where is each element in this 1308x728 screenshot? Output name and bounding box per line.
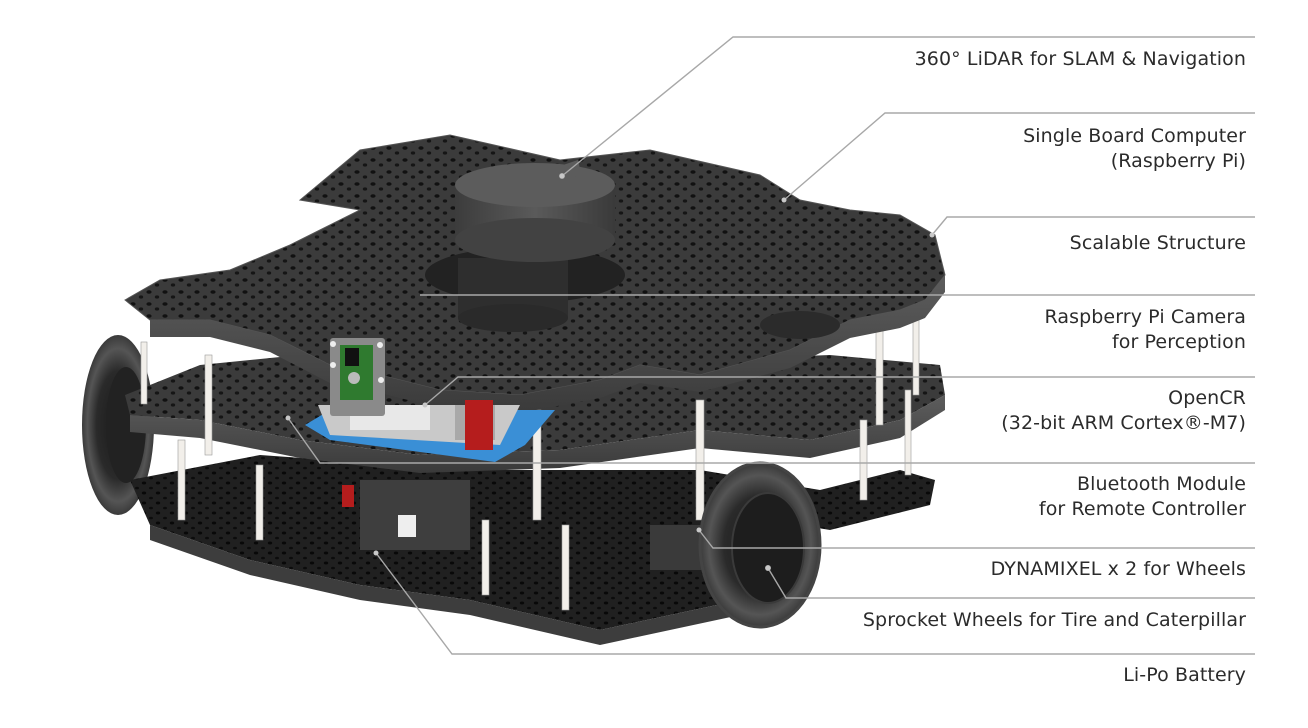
right-wheel bbox=[698, 461, 822, 629]
callout-dynamixel-line1: DYNAMIXEL x 2 for Wheels bbox=[990, 558, 1246, 580]
callout-single-board-computer: Single Board Computer (Raspberry Pi) bbox=[1023, 124, 1246, 174]
raspberry-pi-camera bbox=[330, 338, 385, 416]
callout-sbc-line2: (Raspberry Pi) bbox=[1110, 150, 1246, 172]
callout-raspberry-pi-camera: Raspberry Pi Camera for Perception bbox=[1044, 305, 1246, 355]
lidar-sensor bbox=[425, 160, 625, 332]
callout-opencr-line2: (32-bit ARM Cortex®-M7) bbox=[1001, 412, 1246, 434]
callout-opencr-line1: OpenCR bbox=[1168, 387, 1246, 409]
callout-camera-line2: for Perception bbox=[1111, 331, 1246, 353]
callout-lidar-line1: 360° LiDAR for SLAM & Navigation bbox=[914, 48, 1246, 70]
leader-lines bbox=[287, 36, 1255, 655]
standoffs bbox=[140, 289, 920, 611]
callout-lidar: 360° LiDAR for SLAM & Navigation bbox=[915, 47, 1246, 72]
callout-sprocket-wheels: Sprocket Wheels for Tire and Caterpillar bbox=[863, 608, 1246, 633]
callout-lipo-battery: Li-Po Battery bbox=[1123, 663, 1246, 688]
callout-dynamixel: DYNAMIXEL x 2 for Wheels bbox=[991, 557, 1246, 582]
callout-bluetooth-line2: for Remote Controller bbox=[1038, 498, 1246, 520]
leader-line-sbc bbox=[783, 112, 1255, 201]
callout-bluetooth-module: Bluetooth Module for Remote Controller bbox=[1039, 472, 1246, 522]
leader-line-sprocket bbox=[767, 567, 1255, 599]
leader-line-structure bbox=[931, 216, 1255, 236]
callout-battery-line1: Li-Po Battery bbox=[1123, 664, 1246, 686]
leader-line-dynamixel bbox=[698, 529, 1255, 549]
callout-camera-line1: Raspberry Pi Camera bbox=[1044, 306, 1246, 328]
callout-scalable-structure: Scalable Structure bbox=[1070, 231, 1246, 256]
callout-bluetooth-line1: Bluetooth Module bbox=[1077, 473, 1246, 495]
callout-sbc-line1: Single Board Computer bbox=[1023, 125, 1246, 147]
callout-sprocket-line1: Sprocket Wheels for Tire and Caterpillar bbox=[862, 609, 1246, 631]
leader-line-lidar bbox=[561, 36, 1255, 177]
leader-line-battery bbox=[375, 552, 1255, 655]
callout-opencr: OpenCR (32-bit ARM Cortex®-M7) bbox=[1001, 386, 1246, 436]
callout-structure-line1: Scalable Structure bbox=[1069, 232, 1246, 254]
leader-dots bbox=[285, 173, 935, 571]
battery-block bbox=[342, 480, 710, 570]
leader-line-bluetooth bbox=[287, 417, 1255, 464]
leader-line-opencr bbox=[424, 376, 1255, 406]
